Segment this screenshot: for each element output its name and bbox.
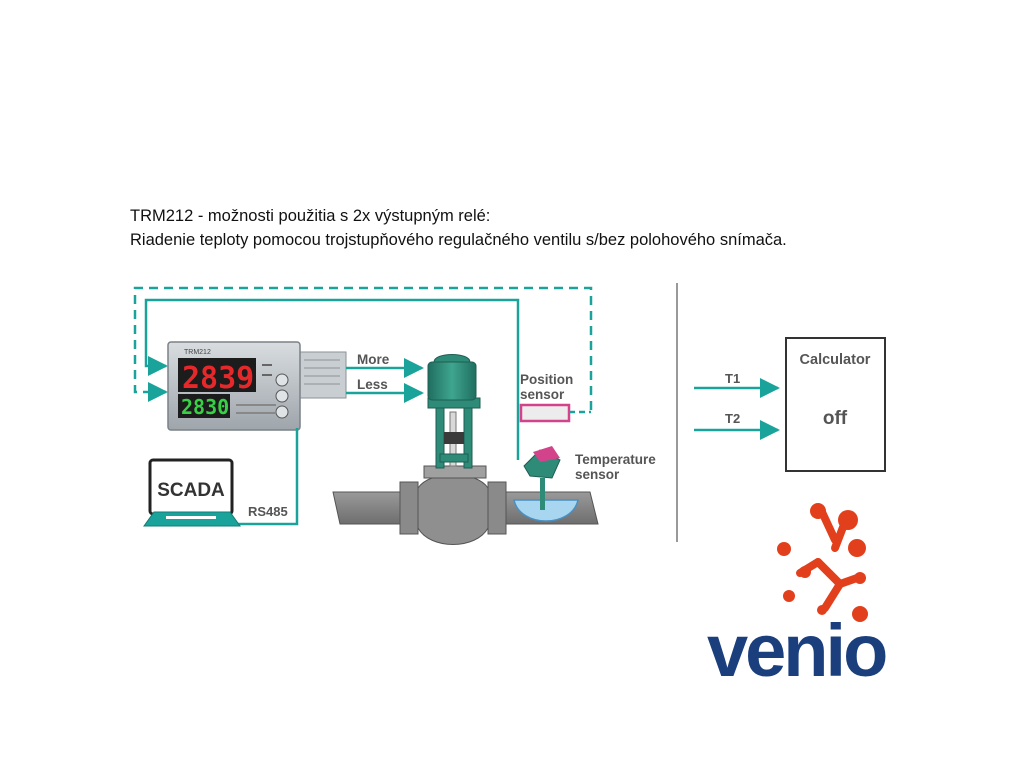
less-signal-line: Less xyxy=(346,377,424,403)
trm212-controller: TRM212 2839 2830 xyxy=(167,341,347,431)
title-line-1: TRM212 - možnosti použitia s 2x výstupný… xyxy=(130,207,491,225)
control-valve xyxy=(423,354,487,479)
scada-laptop: SCADA xyxy=(143,458,241,527)
rs485-line: RS485 xyxy=(238,428,299,526)
t1-label: T1 xyxy=(725,371,740,386)
calculator-title: Calculator xyxy=(800,352,871,368)
controller-display-top: 2839 xyxy=(182,361,254,396)
venio-logo: venio xyxy=(707,503,889,692)
thermowell-water xyxy=(513,499,579,522)
calculator-input-t1: T1 xyxy=(694,371,780,398)
title-line-2: Riadenie teploty pomocou trojstupňového … xyxy=(130,231,787,249)
position-sensor-label-line1: Position xyxy=(520,372,573,387)
temperature-sensor: Temperature sensor xyxy=(523,446,656,510)
position-sensor: Position sensor xyxy=(519,372,591,423)
calculator-input-t2: T2 xyxy=(694,411,780,440)
controller-display-bottom: 2830 xyxy=(181,395,229,419)
temperature-sensor-label-line1: Temperature xyxy=(575,452,656,467)
logo-text: venio xyxy=(707,609,886,692)
calculator-state: off xyxy=(823,408,848,429)
rs485-label: RS485 xyxy=(248,504,288,519)
controller-model-label: TRM212 xyxy=(184,349,211,356)
more-signal-line: More xyxy=(346,352,424,378)
t2-label: T2 xyxy=(725,411,740,426)
calculator-block: Calculator off xyxy=(785,337,886,472)
page-title: TRM212 - možnosti použitia s 2x výstupný… xyxy=(130,204,787,252)
temperature-feedback-line xyxy=(144,298,520,460)
controller-button xyxy=(275,405,289,419)
less-label: Less xyxy=(357,377,388,392)
molecule-icon xyxy=(777,503,868,622)
more-label: More xyxy=(357,352,390,367)
scada-label: SCADA xyxy=(157,480,225,501)
temperature-sensor-label-line2: sensor xyxy=(575,467,620,482)
controller-button xyxy=(275,373,289,387)
position-feedback-line xyxy=(133,286,593,410)
position-sensor-label-line2: sensor xyxy=(520,387,565,402)
pipe xyxy=(332,474,599,545)
controller-button xyxy=(275,389,289,403)
